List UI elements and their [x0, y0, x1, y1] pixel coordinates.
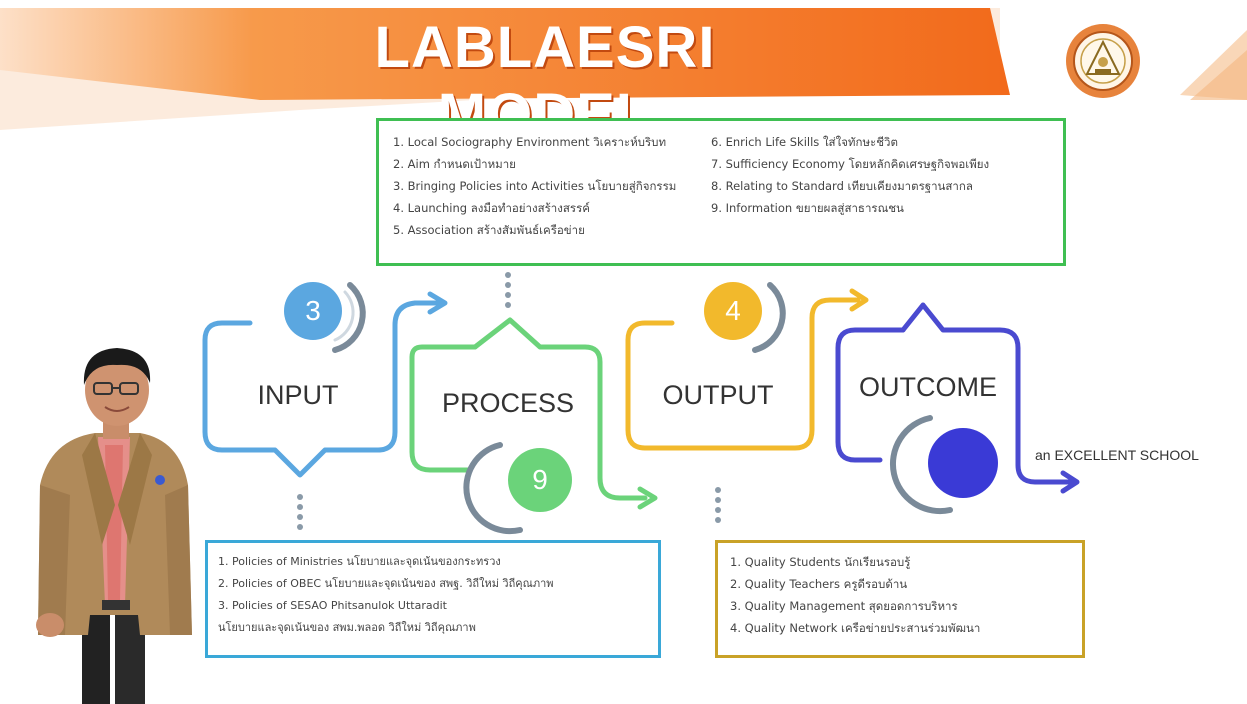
process-step: 4. Launching ลงมือทำอย่างสร้างสรรค์ [393, 201, 590, 215]
outcome-shape-left [835, 327, 906, 463]
outcome-arc [889, 415, 953, 515]
process-arc [463, 442, 523, 535]
director-photo [36, 348, 192, 704]
input-arrowhead [427, 291, 448, 315]
result-label: an EXCELLENT SCHOOL [1035, 447, 1199, 463]
output-shape [625, 297, 861, 451]
process-steps-left: 1. Local Sociography Environment วิเคราะ… [393, 131, 676, 241]
output-count-badge: 4 [704, 282, 762, 340]
process-step: 7. Sufficiency Economy โดยหลักคิดเศรษฐกิ… [711, 157, 990, 171]
process-steps-right: 6. Enrich Life Skills ใส่ใจทักษะชีวิต 7.… [711, 131, 989, 219]
page-title: LABLAESRI MODEL [374, 15, 716, 147]
process-shape [409, 344, 478, 473]
input-arc-inner [333, 290, 355, 342]
process-step: 2. Aim กำหนดเป้าหมาย [393, 157, 516, 171]
process-shape-top [472, 317, 648, 501]
input-arc [332, 282, 366, 353]
outcome-shape [900, 302, 1073, 485]
process-steps-box: 1. Local Sociography Environment วิเคราะ… [376, 118, 1066, 266]
input-policy: 2. Policies of OBEC นโยบายและจุดเน้นของ … [218, 577, 554, 590]
input-label: INPUT [257, 380, 339, 410]
banner-right-stripe2 [1190, 50, 1247, 100]
output-quality-item: 4. Quality Network เครือข่ายประสานร่วมพั… [730, 621, 981, 635]
output-quality-box: 1. Quality Students นักเรียนรอบรู้ 2. Qu… [715, 540, 1085, 658]
output-quality-item: 2. Quality Teachers ครูดีรอบด้าน [730, 577, 908, 591]
process-count-badge: 9 [508, 448, 572, 512]
process-step: 3. Bringing Policies into Activities นโย… [393, 179, 677, 193]
outcome-badge [928, 428, 998, 498]
process-step: 6. Enrich Life Skills ใส่ใจทักษะชีวิต [711, 135, 898, 149]
process-step: 9. Information ขยายผลสู่สาธารณชน [711, 201, 904, 215]
process-step: 5. Association สร้างสัมพันธ์เครือข่าย [393, 223, 585, 237]
school-seal-icon [1064, 22, 1142, 100]
output-quality-item: 3. Quality Management สุดยอดการบริหาร [730, 599, 958, 613]
input-shape [202, 300, 443, 478]
output-quality-item: 1. Quality Students นักเรียนรอบรู้ [730, 555, 911, 569]
output-arrowhead [849, 288, 869, 312]
outcome-arrowhead [1060, 470, 1080, 494]
dotted-connectors [297, 272, 721, 530]
input-policy: 1. Policies of Ministries นโยบายและจุดเน… [218, 555, 501, 568]
input-policy: 3. Policies of SESAO Phitsanulok Uttarad… [218, 599, 447, 612]
process-label: PROCESS [441, 388, 575, 418]
input-policies-box: 1. Policies of Ministries นโยบายและจุดเน… [205, 540, 661, 658]
input-count-badge: 3 [284, 282, 342, 340]
process-arrowhead [637, 486, 658, 510]
output-arc [752, 282, 786, 353]
process-step: 1. Local Sociography Environment วิเคราะ… [393, 135, 667, 149]
input-policy: นโยบายและจุดเน้นของ สพม.พลอด วิถีใหม่ วิ… [218, 621, 476, 634]
process-step: 8. Relating to Standard เทียบเคียงมาตรฐา… [711, 179, 973, 193]
input-policies-list: 1. Policies of Ministries นโยบายและจุดเน… [218, 551, 554, 639]
outcome-label: OUTCOME [859, 372, 997, 402]
output-quality-list: 1. Quality Students นักเรียนรอบรู้ 2. Qu… [730, 551, 980, 639]
title-banner [0, 8, 1010, 100]
output-label: OUTPUT [662, 380, 774, 410]
